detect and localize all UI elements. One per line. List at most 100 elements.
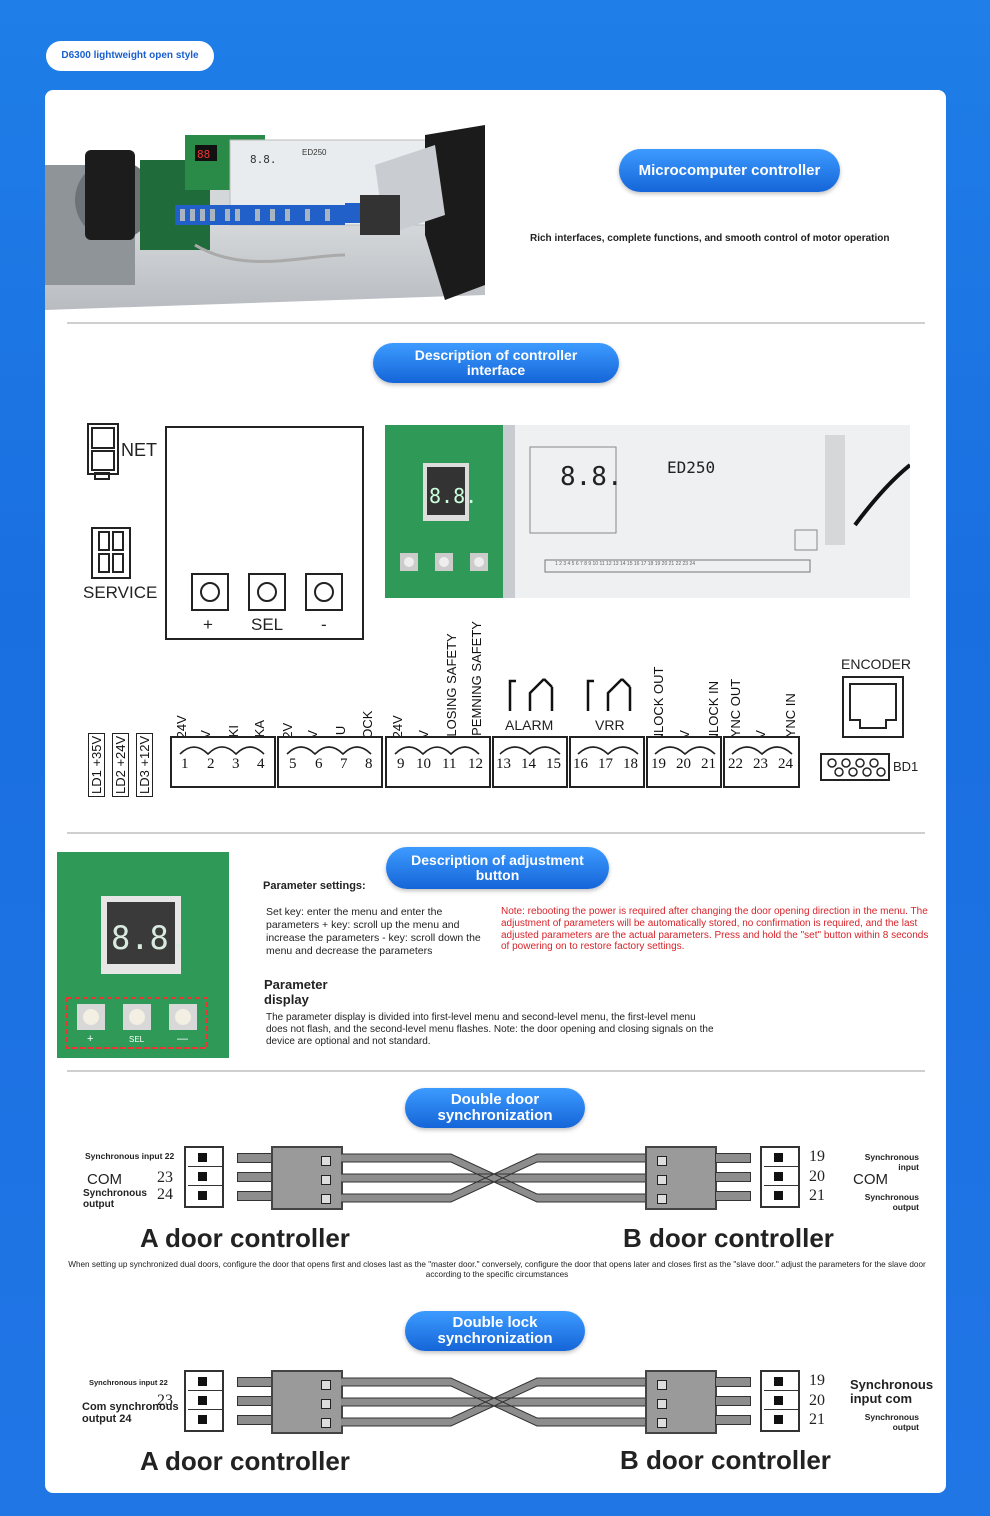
- dl-wire-a2: [237, 1396, 273, 1406]
- dd-right-com: COM: [853, 1171, 888, 1188]
- encoder-port-icon: [842, 676, 904, 738]
- svg-text:8.8.: 8.8.: [111, 919, 188, 957]
- dl-right-plug: [645, 1370, 717, 1434]
- terminal-scallops: [179, 746, 793, 756]
- dl-left-23: 23: [157, 1392, 173, 1409]
- led3-label: LD3 +12V: [136, 732, 153, 797]
- dl-left-com-output: Com synchronous output 24: [82, 1401, 179, 1425]
- terminal-block-5-8: [277, 736, 383, 788]
- terminal-8: 8: [365, 756, 373, 772]
- terminal-17: 17: [598, 756, 613, 772]
- terminal-5: 5: [289, 756, 297, 772]
- terminal-14: 14: [521, 756, 536, 772]
- terminal-20: 20: [676, 756, 691, 772]
- svg-text:8.8.: 8.8.: [250, 153, 277, 166]
- led1-label: LD1 +35V: [88, 732, 105, 797]
- terminal-18: 18: [623, 756, 638, 772]
- microcomputer-description: Rich interfaces, complete functions, and…: [530, 233, 890, 244]
- terminal-13: 13: [496, 756, 511, 772]
- term-label-19: INLOCK OUT: [651, 666, 666, 746]
- parameter-settings-heading: Parameter settings:: [263, 880, 366, 892]
- parameter-display-heading: Parameter display: [264, 977, 328, 1007]
- plus-label: +: [203, 615, 213, 634]
- dl-left-socket: [184, 1370, 224, 1432]
- terminal-block-19-21: [646, 736, 722, 788]
- terminal-2: 2: [207, 756, 215, 772]
- terminal-24: 24: [778, 756, 793, 772]
- dd-left-sync-output: Synchronous output: [83, 1188, 147, 1210]
- dd-right-plug: [645, 1146, 717, 1210]
- dd-left-sync-input: Synchronous input 22: [85, 1151, 175, 1161]
- bd1-connector-icon: [820, 753, 890, 781]
- dd-left-plug: [271, 1146, 343, 1210]
- dd-left-socket: [184, 1146, 224, 1208]
- parameter-display-description: The parameter display is divided into fi…: [266, 1012, 714, 1047]
- double-lock-title: Double lock synchronization: [405, 1311, 585, 1351]
- alarm-label: ALARM: [505, 717, 554, 733]
- service-connector-icon: [91, 527, 131, 579]
- terminal-9: 9: [397, 756, 405, 772]
- dl-a-door-label: A door controller: [140, 1446, 350, 1476]
- dd-wire-a2: [237, 1172, 273, 1182]
- term-label-12: OPEMNING SAFETY: [469, 621, 484, 746]
- dd-wire-a3: [237, 1191, 273, 1201]
- svg-text:8.8.: 8.8.: [429, 484, 477, 508]
- divider-2: [67, 832, 925, 834]
- dd-wire-a1: [237, 1153, 273, 1163]
- interface-title: Description of controller interface: [373, 343, 619, 383]
- dl-right-19: 19: [809, 1372, 825, 1389]
- dl-right-21: 21: [809, 1411, 825, 1428]
- vrr-relay-icon: [586, 678, 632, 711]
- terminal-block-1-4: [170, 736, 276, 788]
- svg-text:+: +: [87, 1033, 93, 1045]
- minus-label: -: [321, 615, 327, 634]
- dd-a-door-label: A door controller: [140, 1223, 350, 1253]
- terminal-block-22-24: [723, 736, 800, 788]
- dl-right-socket: [760, 1370, 800, 1432]
- divider-3: [67, 1070, 925, 1072]
- svg-text:ED250: ED250: [302, 148, 327, 157]
- sel-button[interactable]: [248, 573, 286, 611]
- dl-right-sync-output: Synchronous output: [864, 1412, 919, 1432]
- dd-right-socket: [760, 1146, 800, 1208]
- microcomputer-title: Microcomputer controller: [619, 149, 840, 192]
- dd-right-19: 19: [809, 1148, 825, 1165]
- service-label: SERVICE: [83, 583, 158, 602]
- dd-b-door-label: B door controller: [623, 1223, 834, 1253]
- svg-text:SEL: SEL: [129, 1035, 145, 1044]
- terminal-10: 10: [416, 756, 431, 772]
- dd-cross-wires: [341, 1153, 647, 1203]
- terminal-block-16-18: [569, 736, 645, 788]
- terminal-16: 16: [573, 756, 588, 772]
- divider-1: [67, 322, 925, 324]
- bd1-label: BD1: [893, 759, 919, 774]
- terminal-1: 1: [181, 756, 189, 772]
- dd-left-23: 23: [157, 1169, 173, 1186]
- double-door-title: Double door synchronization: [405, 1088, 585, 1128]
- terminal-7: 7: [340, 756, 348, 772]
- dd-right-sync-output: Synchronous output: [864, 1192, 919, 1212]
- terminal-6: 6: [315, 756, 323, 772]
- terminal-block-13-15: [492, 736, 568, 788]
- adjustment-board-photo: 8.8. + SEL —: [57, 852, 229, 1058]
- dl-wire-a3: [237, 1415, 273, 1425]
- terminal-block-9-12: [385, 736, 491, 788]
- dl-wire-b3: [715, 1415, 751, 1425]
- svg-text:ED250: ED250: [667, 458, 715, 477]
- dd-left-24: 24: [157, 1186, 173, 1203]
- term-label-11: CLOSING SAFETY: [444, 633, 459, 746]
- minus-button[interactable]: [305, 573, 343, 611]
- dl-right-sync-input-com: Synchronous input com: [850, 1377, 934, 1406]
- dl-cross-wires: [341, 1377, 647, 1427]
- set-key-description: Set key: enter the menu and enter the pa…: [266, 906, 481, 957]
- ed250-board-photo: 8.8. 8.8. ED250 1 2 3 4 5 6 7 8 9 10 11 …: [385, 425, 910, 598]
- terminal-11: 11: [442, 756, 457, 772]
- terminal-19: 19: [651, 756, 666, 772]
- dl-wire-a1: [237, 1377, 273, 1387]
- terminal-12: 12: [468, 756, 483, 772]
- seven-segment-icon: [87, 423, 119, 480]
- encoder-label: ENCODER: [841, 656, 912, 672]
- plus-button[interactable]: [191, 573, 229, 611]
- controller-photo: 88 8.8. ED250: [45, 105, 485, 310]
- terminal-15: 15: [546, 756, 561, 772]
